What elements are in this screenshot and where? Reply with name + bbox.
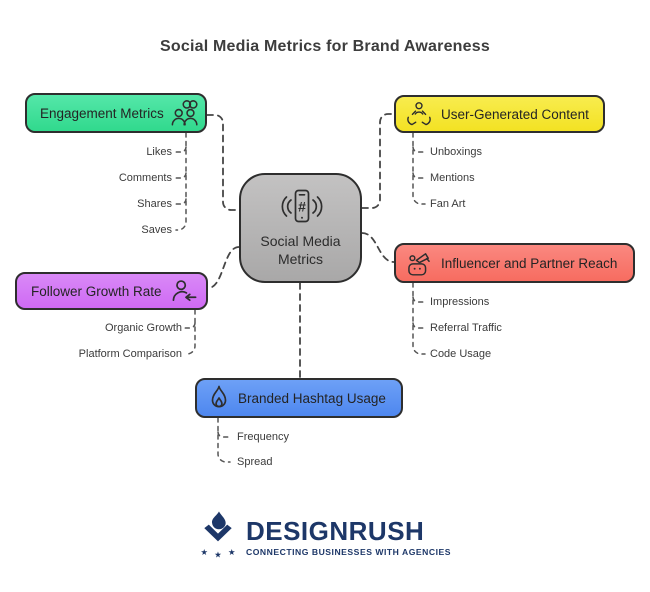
- subtopic-saves: Saves: [141, 224, 172, 236]
- logo-tagline: CONNECTING BUSINESSES WITH AGENCIES: [245, 546, 452, 557]
- wire-center-engagement: [206, 114, 240, 211]
- subtopic-comments: Comments: [118, 172, 172, 184]
- torch-stars-icon: ★ ★ ★: [199, 511, 237, 563]
- subtopic-likes: Likes: [146, 146, 172, 158]
- subtopic-shares: Shares: [137, 198, 172, 210]
- people-group-icon: [170, 99, 201, 127]
- center-label-line2: Metrics: [277, 251, 324, 267]
- node-label: Engagement Metrics: [40, 105, 164, 121]
- node-engagement-metrics: Engagement Metrics: [25, 93, 207, 133]
- user-follow-arrow-icon: [171, 279, 198, 303]
- subtopic-fan-art: Fan Art: [430, 198, 466, 210]
- subtopic-spread: Spread: [237, 456, 273, 468]
- subtopic-organic-growth: Organic Growth: [104, 322, 182, 334]
- wire-center-ugc: [361, 113, 395, 209]
- node-influencer-partner-reach: Influencer and Partner Reach: [394, 243, 635, 283]
- subtopic-platform-comparison: Platform Comparison: [78, 348, 182, 360]
- designrush-logo: ★ ★ ★ DESIGNRUSH CONNECTING BUSINESSES W…: [0, 511, 650, 563]
- node-label: Branded Hashtag Usage: [238, 390, 386, 406]
- node-user-generated-content: User-Generated Content: [394, 95, 605, 133]
- svg-text:★: ★: [228, 547, 235, 557]
- wire-center-influencer: [361, 232, 395, 263]
- subtopic-code-usage: Code Usage: [430, 348, 492, 360]
- node-branded-hashtag-usage: Branded Hashtag Usage: [195, 378, 403, 418]
- svg-text:★: ★: [214, 550, 221, 558]
- center-label-line1: Social Media: [260, 233, 341, 249]
- node-social-media-metrics: # Social Media Metrics: [239, 173, 362, 283]
- subtopic-frequency: Frequency: [237, 431, 289, 443]
- subtopic-referral-traffic: Referral Traffic: [430, 322, 502, 334]
- subtopic-impressions: Impressions: [430, 296, 490, 308]
- person-megaphone-icon: [405, 249, 433, 277]
- logo-name: DESIGNRUSH: [245, 515, 425, 546]
- svg-text:#: #: [298, 199, 306, 215]
- wire-center-follower: [207, 246, 240, 289]
- diagram-title: Social Media Metrics for Brand Awareness: [160, 38, 490, 55]
- node-follower-growth-rate: Follower Growth Rate: [15, 272, 208, 310]
- subtopic-mentions: Mentions: [430, 172, 475, 184]
- phone-hashtag-broadcast-icon: #: [275, 188, 327, 226]
- svg-text:★: ★: [201, 547, 208, 557]
- flame-icon: [208, 385, 230, 411]
- node-label: Influencer and Partner Reach: [441, 255, 618, 271]
- node-label: Follower Growth Rate: [31, 283, 162, 299]
- hands-holding-user-icon: [405, 100, 433, 128]
- node-label: User-Generated Content: [441, 106, 589, 122]
- subtopic-unboxings: Unboxings: [430, 146, 482, 158]
